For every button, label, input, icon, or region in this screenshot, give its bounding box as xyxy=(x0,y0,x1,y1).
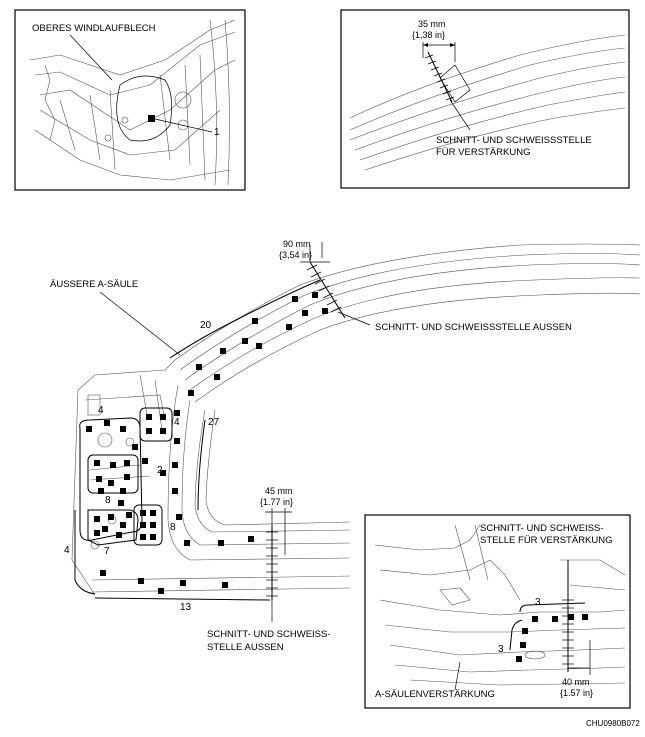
weld-group-outline xyxy=(79,417,143,541)
reinforcement-sketch xyxy=(374,524,626,686)
count-20: 20 xyxy=(200,320,212,331)
weld-group-outline xyxy=(133,504,163,546)
bracket-3-left xyxy=(509,619,523,651)
dimension-45mm-inches: {1.77 in} xyxy=(260,497,293,507)
cut-line-top xyxy=(300,242,346,319)
count-8-middle: 8 xyxy=(105,495,111,506)
figure-code: CHU0980B072 xyxy=(586,719,640,728)
reinforcement-weld-spots xyxy=(516,614,588,662)
dimension-40mm-inches: {1.57 in} xyxy=(560,688,593,698)
count-4-right: 4 xyxy=(174,417,180,428)
dimension-35mm-value: 35 mm xyxy=(418,19,446,29)
dimension-90mm-inches: {3,54 in} xyxy=(279,250,312,260)
bracket-27 xyxy=(197,419,206,511)
leader-line xyxy=(69,34,113,81)
inset-upper-cowl-title: OBERES WINDLAUFBLECH xyxy=(32,23,156,34)
leader-line xyxy=(337,311,371,326)
outer-a-pillar-title: ÄUSSERE A-SÄULE xyxy=(50,279,138,290)
reinforcement-note-line2: STELLE FÜR VERSTÄRKUNG xyxy=(480,535,613,546)
dimension-35mm-inches: {1,38 in} xyxy=(412,30,445,40)
inset-reinforcement-lower-frame xyxy=(364,514,631,709)
cut-note-line2: FÜR VERSTÄRKUNG xyxy=(436,147,530,158)
weld-group-outline xyxy=(87,454,139,494)
count-4-top-left: 4 xyxy=(98,405,104,416)
dimension-40mm-value: 40 mm xyxy=(562,677,590,687)
bracket-13 xyxy=(94,597,271,601)
bracket-3-top xyxy=(519,602,586,613)
count-2: 2 xyxy=(157,465,163,476)
callout-1: 1 xyxy=(214,127,220,138)
inset-reinforcement-cut: 35 mm {1,38 in} SCHNITT- UND SCHWEISSSTE… xyxy=(340,9,630,189)
cut-label-bottom-line1: SCHNITT- UND SCHWEISS- xyxy=(207,629,331,640)
weld-spots xyxy=(86,292,328,594)
inset-reinforcement-frame xyxy=(340,9,630,189)
weld-group-outline xyxy=(87,509,139,546)
count-3-top: 3 xyxy=(535,597,541,608)
inset-upper-cowl: OBERES WINDLAUFBLECH 1 xyxy=(14,9,246,191)
dimension-35mm xyxy=(422,42,456,62)
cut-note-line1: SCHNITT- UND SCHWEISSSTELLE xyxy=(436,135,592,146)
outer-a-pillar-drawing: 90 mm {3,54 in} SCHNITT- UND SCHWEISSSTE… xyxy=(50,239,641,653)
reinforcement-note-line1: SCHNITT- UND SCHWEISS- xyxy=(480,523,604,534)
bracket-20 xyxy=(169,279,321,359)
count-7: 7 xyxy=(104,546,110,557)
leader-line xyxy=(154,118,213,133)
count-8-right: 8 xyxy=(170,522,176,533)
cut-line-reinforcement xyxy=(562,560,591,675)
inset-a-pillar-reinforcement: SCHNITT- UND SCHWEISS- STELLE FÜR VERSTÄ… xyxy=(364,514,631,709)
bracket-4c xyxy=(74,510,96,595)
count-13: 13 xyxy=(180,602,192,613)
leader-line xyxy=(99,291,181,356)
upper-cowl-sketch xyxy=(29,19,236,186)
leader-line xyxy=(449,99,471,131)
weld-spot xyxy=(148,115,155,122)
count-27: 27 xyxy=(208,417,220,428)
leader-line xyxy=(454,661,461,691)
inset-upper-cowl-frame xyxy=(14,9,246,191)
cut-line-bottom xyxy=(265,508,292,600)
dimension-45mm-value: 45 mm xyxy=(265,486,293,496)
reinforcement-title: A-SÄULENVERSTÄRKUNG xyxy=(375,689,495,700)
weld-group-outline xyxy=(139,407,173,442)
dimension-90mm-value: 90 mm xyxy=(283,239,311,249)
count-3-left: 3 xyxy=(498,644,504,655)
cut-line xyxy=(424,51,455,103)
roof-rail-sketch xyxy=(349,34,626,171)
cut-label-top: SCHNITT- UND SCHWEISSSTELLE AUSSEN xyxy=(375,322,572,333)
cut-label-bottom-line2: STELLE AUSSEN xyxy=(207,642,284,653)
count-4-bottom-left: 4 xyxy=(64,545,70,556)
